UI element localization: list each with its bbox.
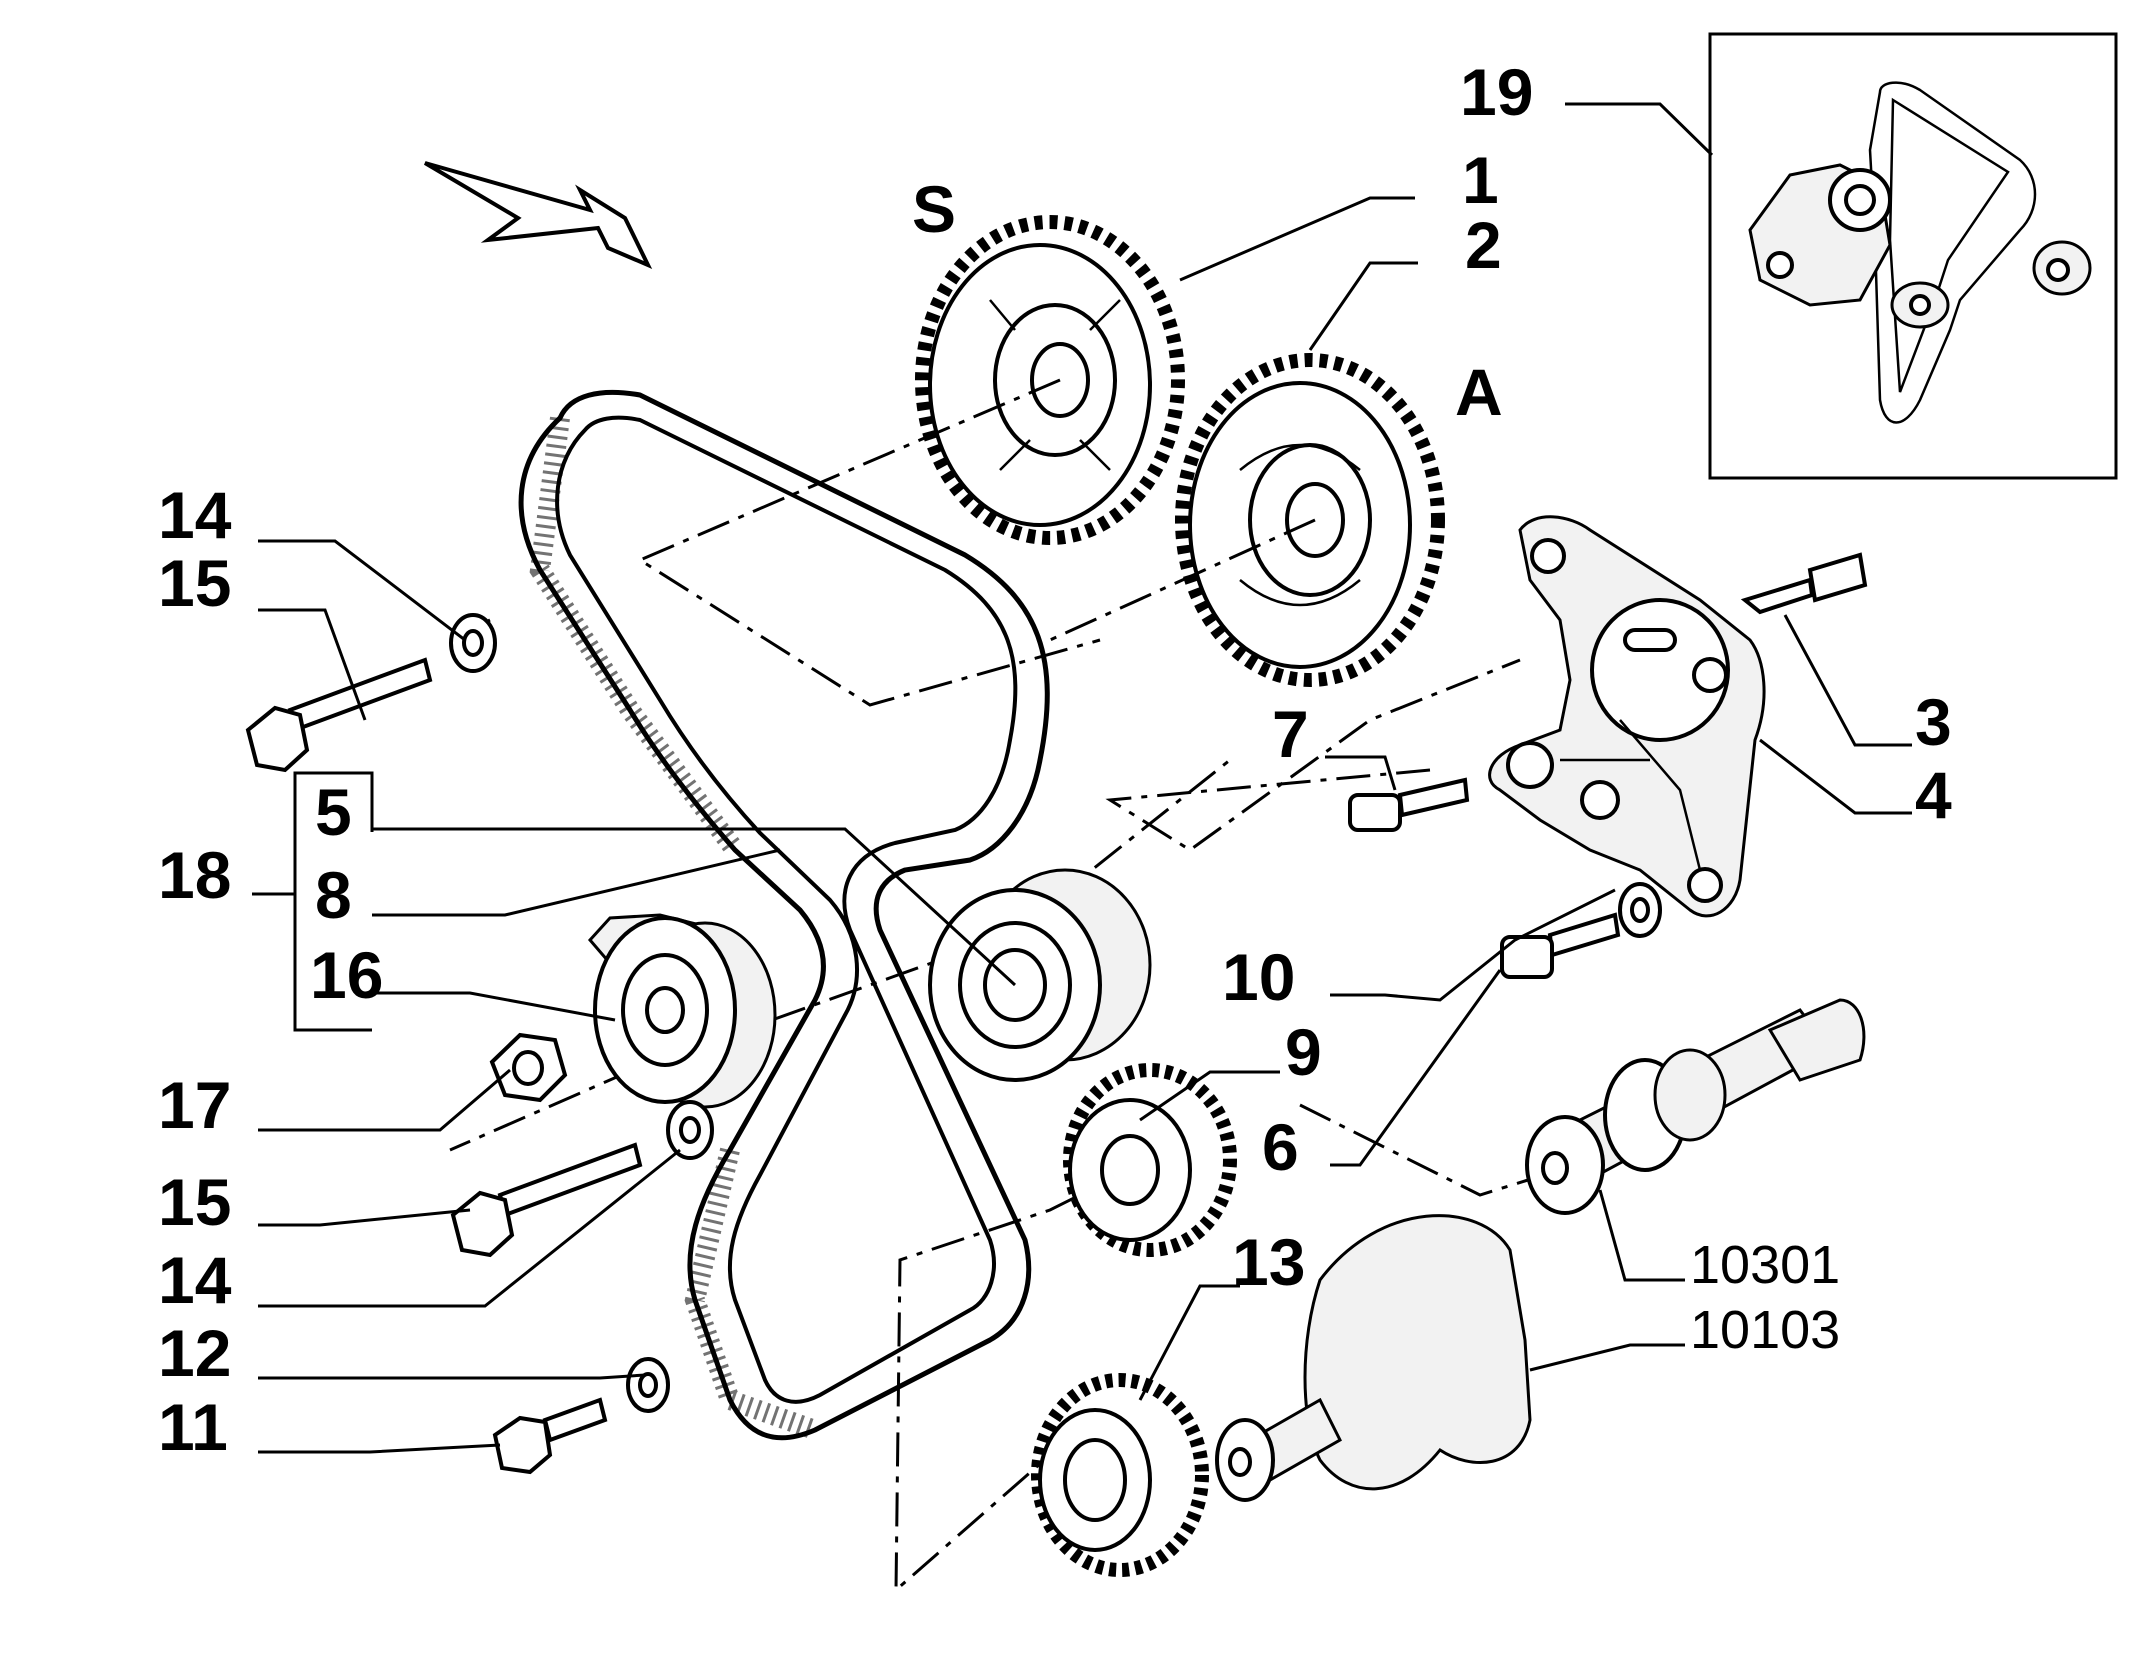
label-6: 6 [1262, 1110, 1299, 1184]
bolt-6 [1500, 912, 1621, 979]
bolt-15-lower [450, 1142, 643, 1258]
camshaft-gear-a [1175, 353, 1445, 687]
camshaft-gear-s [915, 215, 1185, 545]
nut-17 [489, 1032, 568, 1103]
inset-idler [2032, 240, 2092, 296]
label-4: 4 [1915, 758, 1952, 832]
inset-water-pump [1748, 163, 1892, 307]
label-3: 3 [1915, 685, 1952, 759]
label-1: 1 [1462, 143, 1499, 217]
label-15-lower: 15 [158, 1165, 231, 1239]
label-14-lower: 14 [158, 1243, 232, 1317]
pulley-9 [1063, 1063, 1237, 1257]
label-7: 7 [1272, 697, 1309, 771]
crankshaft-10103 [1215, 1214, 1532, 1502]
label-10301: 10301 [1690, 1235, 1840, 1295]
label-9: 9 [1285, 1015, 1322, 1089]
label-11: 11 [158, 1390, 228, 1464]
idler-pulley-5 [928, 868, 1152, 1082]
label-2: 2 [1465, 208, 1502, 282]
inset-kit-box [1708, 32, 2118, 480]
label-14-upper: 14 [158, 478, 232, 552]
label-5: 5 [315, 775, 352, 849]
bolt-7 [1348, 777, 1470, 832]
tensioner-8 [587, 913, 777, 1109]
label-15-upper: 15 [158, 546, 231, 620]
label-s: S [912, 172, 956, 246]
label-a: A [1455, 355, 1503, 429]
label-10103: 10103 [1690, 1300, 1840, 1360]
label-12: 12 [158, 1316, 231, 1390]
direction-arrow [423, 161, 653, 269]
label-18: 18 [158, 838, 231, 912]
label-10: 10 [1222, 940, 1295, 1014]
bolt-15-upper [245, 657, 433, 773]
label-8: 8 [315, 858, 352, 932]
label-16: 16 [310, 938, 383, 1012]
bolt-11 [492, 1397, 608, 1475]
label-19: 19 [1460, 55, 1533, 129]
inset-tensioner [1890, 281, 1950, 329]
washer-10 [1618, 882, 1662, 938]
label-13: 13 [1232, 1225, 1305, 1299]
timing-belt [518, 389, 1050, 1441]
washer-14-upper [449, 613, 497, 673]
washer-14-lower [666, 1100, 714, 1160]
crankshaft-gear-13 [1031, 1373, 1209, 1577]
washer-12 [626, 1357, 670, 1413]
label-17: 17 [158, 1068, 231, 1142]
tensioner-bracket [1488, 515, 1766, 918]
bolt-3 [1740, 552, 1868, 615]
camshaft-10301 [1525, 998, 1866, 1215]
